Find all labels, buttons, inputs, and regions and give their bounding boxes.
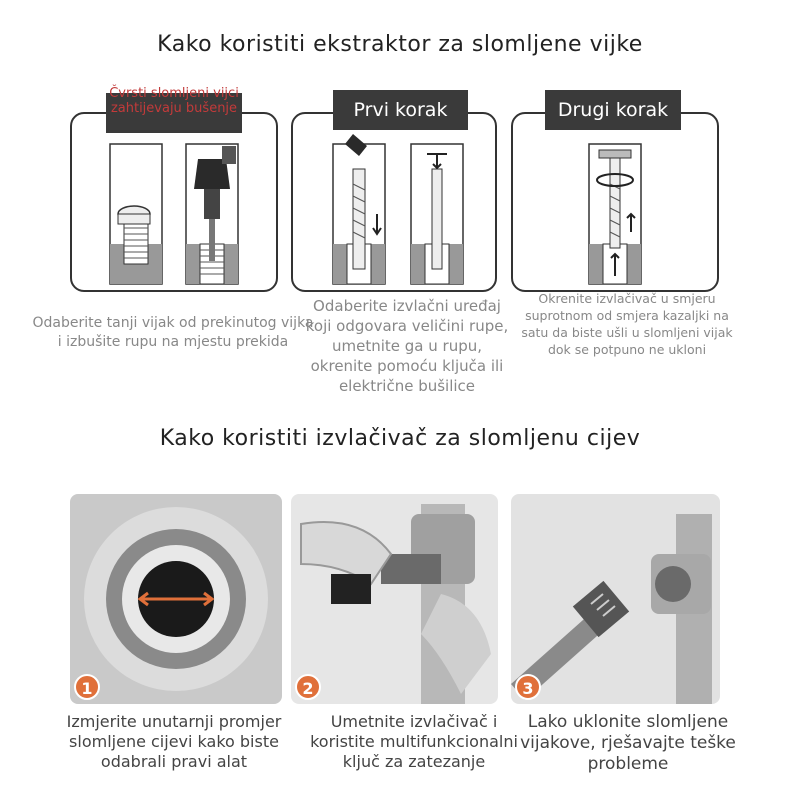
step-drill-panel (70, 112, 278, 292)
turn-extractor-illustration (588, 143, 642, 285)
step-drill-label: Čvrsti slomljeni vijci zahtijevaju bušen… (109, 86, 239, 116)
step-drill-label-box (106, 93, 242, 133)
step-3-badge: 3 (515, 674, 541, 700)
insert-extractor-illustration (332, 134, 464, 285)
remove-caption: Lako uklonite slomljene vijakove, rješav… (520, 712, 736, 774)
measure-caption: Izmjerite unutarnji promjer slomljene ci… (66, 712, 282, 771)
step-second-panel (511, 112, 719, 292)
step-second-label: Drugi korak (545, 90, 681, 130)
insert-caption: Umetnite izvlačivač i koristite multifun… (310, 712, 518, 771)
drill-illustration (109, 143, 239, 285)
extractor-section-title: Kako koristiti ekstraktor za slomljene v… (157, 32, 643, 57)
step-first-caption: Odaberite izvlačni uređaj koji odgovara … (305, 297, 509, 395)
step-second-caption: Okrenite izvlačivač u smjeru suprotnom o… (521, 291, 733, 357)
step-2-badge: 2 (295, 674, 321, 700)
step-first-label: Prvi korak (333, 90, 468, 130)
step-drill-caption: Odaberite tanji vijak od prekinutog vijk… (32, 315, 314, 350)
step-first-panel (291, 112, 497, 292)
insert-extractor-photo: 2 (291, 494, 498, 704)
removed-screw-photo: 3 (511, 494, 720, 704)
measure-pipe-photo: 1 (70, 494, 282, 704)
pipe-section-title: Kako koristiti izvlačivač za slomljenu c… (159, 426, 641, 451)
step-1-badge: 1 (74, 674, 100, 700)
